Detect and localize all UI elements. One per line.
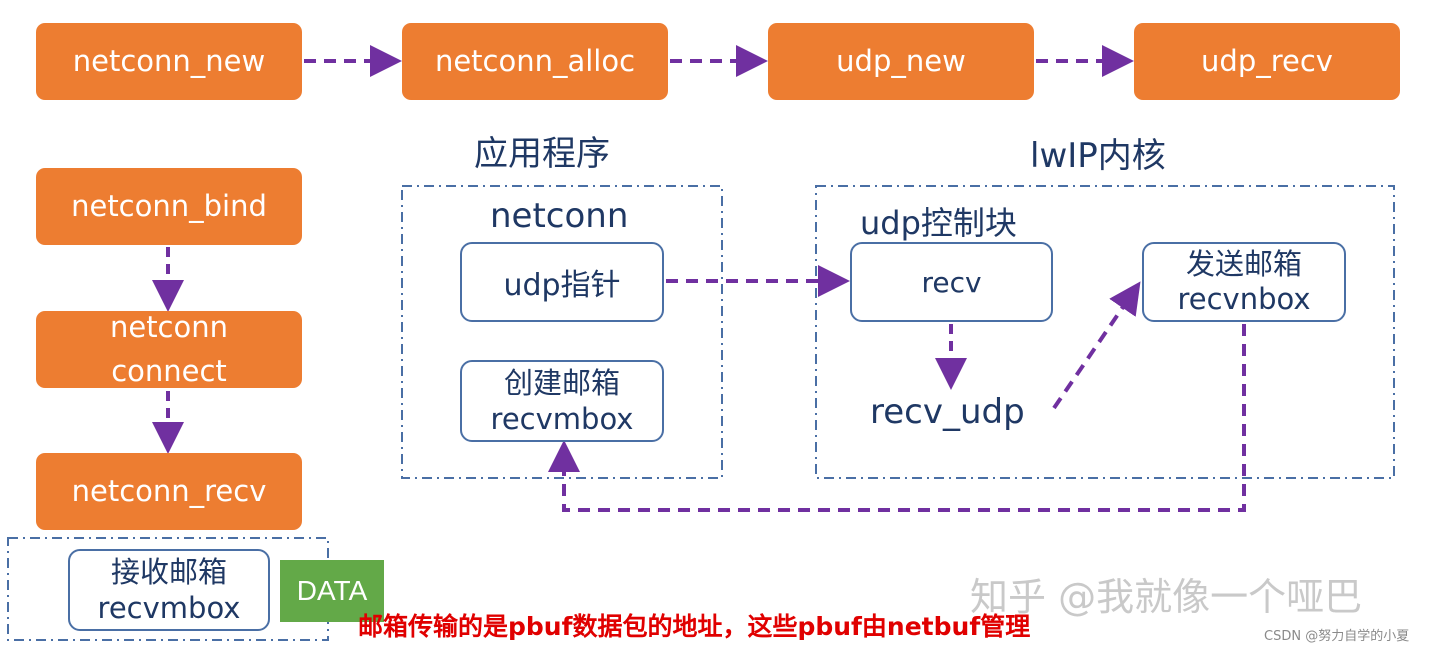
csdn-credit: CSDN @努力自学的小夏 — [1264, 629, 1410, 644]
udp-control-block-label: udp控制块 — [860, 204, 1017, 242]
netconn-alloc-box: netconn_alloc — [402, 23, 668, 100]
netconn-label: netconn — [490, 196, 629, 236]
netconn-new-box: netconn_new — [36, 23, 302, 100]
netconn-bind-box: netconn_bind — [36, 168, 302, 245]
recv-region-frame — [7, 537, 329, 641]
kernel-section-title: lwIP内核 — [1030, 136, 1166, 176]
udp-new-box: udp_new — [768, 23, 1034, 100]
app-region-frame — [401, 185, 723, 479]
send-mailbox-box: 发送邮箱 recvnbox — [1142, 242, 1346, 322]
recv-udp-label: recv_udp — [870, 392, 1025, 432]
receive-mailbox-box: 接收邮箱 recvmbox — [68, 549, 270, 631]
arrow-sendmbox-to-creatembox — [548, 324, 1246, 512]
zhihu-watermark: 知乎 @我就像一个哑巴 — [970, 575, 1363, 619]
kernel-region-frame — [815, 185, 1395, 479]
pbuf-note: 邮箱传输的是pbuf数据包的地址，这些pbuf由netbuf管理 — [358, 612, 1031, 641]
netconn-connect-box: netconn connect — [36, 310, 302, 388]
recv-box: recv — [850, 242, 1053, 322]
udp-pointer-box: udp指针 — [460, 242, 664, 322]
arrow-recvudp-to-sendmbox — [1052, 281, 1141, 410]
udp-recv-box: udp_recv — [1134, 23, 1400, 100]
create-mailbox-box: 创建邮箱 recvmbox — [460, 360, 664, 442]
data-block: DATA — [280, 560, 384, 622]
app-section-title: 应用程序 — [474, 134, 610, 174]
netconn-recv-box: netconn_recv — [36, 453, 302, 530]
